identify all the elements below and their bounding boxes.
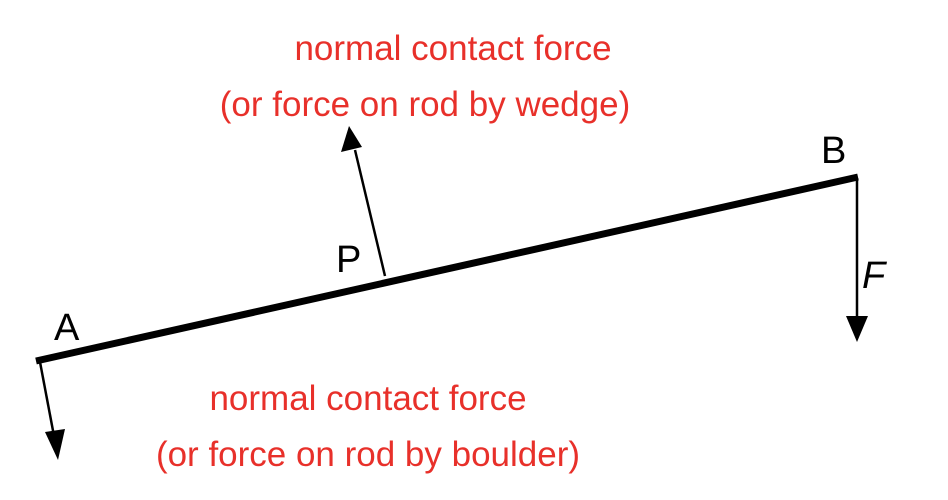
label-b: B bbox=[821, 130, 846, 172]
label-f: F bbox=[862, 255, 887, 297]
rod bbox=[35, 173, 859, 365]
bottom-annotation-line2: (or force on rod by boulder) bbox=[156, 435, 580, 474]
force-arrow-p bbox=[341, 126, 387, 277]
label-a: A bbox=[54, 307, 80, 349]
force-arrow-f bbox=[846, 178, 868, 342]
top-annotation-line2: (or force on rod by wedge) bbox=[220, 85, 630, 124]
bottom-annotation-line1: normal contact force bbox=[209, 379, 526, 418]
force-arrow-a bbox=[38, 361, 65, 460]
top-annotation-line1: normal contact force bbox=[294, 29, 611, 68]
label-p: P bbox=[336, 239, 361, 281]
